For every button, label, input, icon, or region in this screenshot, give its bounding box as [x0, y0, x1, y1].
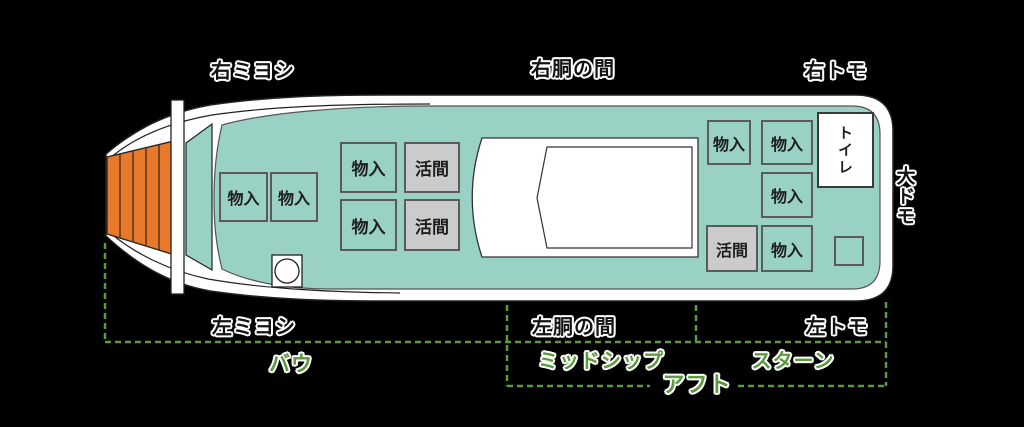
livewell-box: 活間	[706, 225, 758, 272]
label-zone-midship: ミッドシップ	[538, 348, 664, 373]
foredeck-wedge	[185, 122, 213, 272]
storage-box: 物入	[219, 172, 268, 222]
storage-box: 物入	[707, 120, 751, 165]
label-migi-tomo: 右トモ	[804, 58, 868, 83]
label-oodomo: 大ドモ	[893, 166, 916, 226]
storage-box: 物入	[340, 199, 397, 251]
sheer-line-top	[109, 103, 431, 159]
small-hatch-box	[834, 236, 864, 266]
sheer-line-bottom	[108, 231, 401, 294]
label-hidari-tomo: 左トモ	[805, 314, 869, 339]
engine-hatch	[536, 146, 693, 249]
storage-box: 物入	[761, 172, 813, 218]
label-zone-aft: アフト	[662, 373, 732, 398]
toilet-label: トイレ	[836, 124, 854, 176]
label-migi-miyoshi: 右ミヨシ	[211, 58, 295, 83]
storage-box: 物入	[761, 120, 813, 165]
label-hidari-miyoshi: 左ミヨシ	[212, 314, 296, 339]
bow-beam	[170, 99, 185, 295]
label-migi-dounoma: 右胴の間	[531, 56, 615, 81]
storage-box: 物入	[340, 142, 397, 193]
livewell-box: 活間	[404, 199, 460, 251]
round-hatch	[274, 258, 300, 284]
storage-box: 物入	[761, 225, 813, 272]
label-zone-bow: バウ	[269, 352, 313, 376]
livewell-box: 活間	[404, 142, 460, 193]
label-hidari-dounoma: 左胴の間	[532, 314, 616, 339]
label-zone-stern: スターン	[751, 348, 835, 373]
toilet-box: トイレ	[817, 112, 874, 188]
zone-brackets	[103, 243, 888, 388]
storage-box: 物入	[270, 172, 318, 222]
